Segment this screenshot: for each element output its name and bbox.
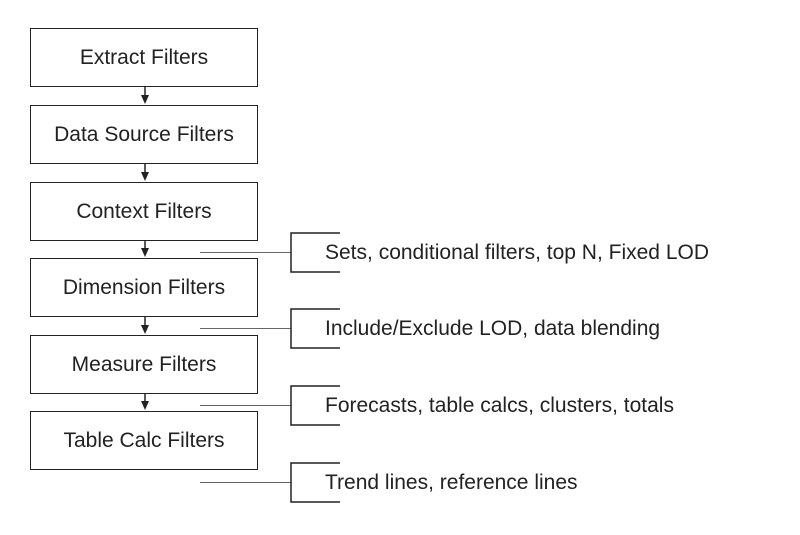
step-label: Dimension Filters [62,275,226,299]
bracket-2 [290,385,340,426]
step-label: Measure Filters [71,352,217,376]
step-label: Table Calc Filters [63,428,225,452]
step-label: Extract Filters [79,45,209,69]
step-label: Data Source Filters [54,122,234,146]
annotation-brackets [290,232,340,503]
arrow-2 [141,164,149,181]
step-box-dimension-filters: Dimension Filters [30,258,258,317]
bracket-0 [290,232,340,273]
annotation-trend-reference-lines: Trend lines, reference lines [325,471,578,494]
annotation-sets-conditional-filters: Sets, conditional filters, top N, Fixed … [325,241,709,264]
annotation-forecasts-table-calcs: Forecasts, table calcs, clusters, totals [325,394,674,417]
bracket-3 [290,462,340,503]
arrow-3 [141,241,149,257]
step-box-data-source-filters: Data Source Filters [30,105,258,164]
bracket-1 [290,308,340,349]
annotation-include-exclude-lod: Include/Exclude LOD, data blending [325,317,661,340]
step-box-extract-filters: Extract Filters [30,28,258,87]
step-label: Context Filters [76,199,212,223]
step-box-measure-filters: Measure Filters [30,335,258,394]
arrow-1 [141,87,149,104]
step-arrows [141,87,149,410]
step-box-context-filters: Context Filters [30,182,258,241]
step-box-table-calc-filters: Table Calc Filters [30,411,258,470]
leader-lines [200,252,291,483]
arrow-4 [141,317,149,334]
arrow-5 [141,394,149,410]
